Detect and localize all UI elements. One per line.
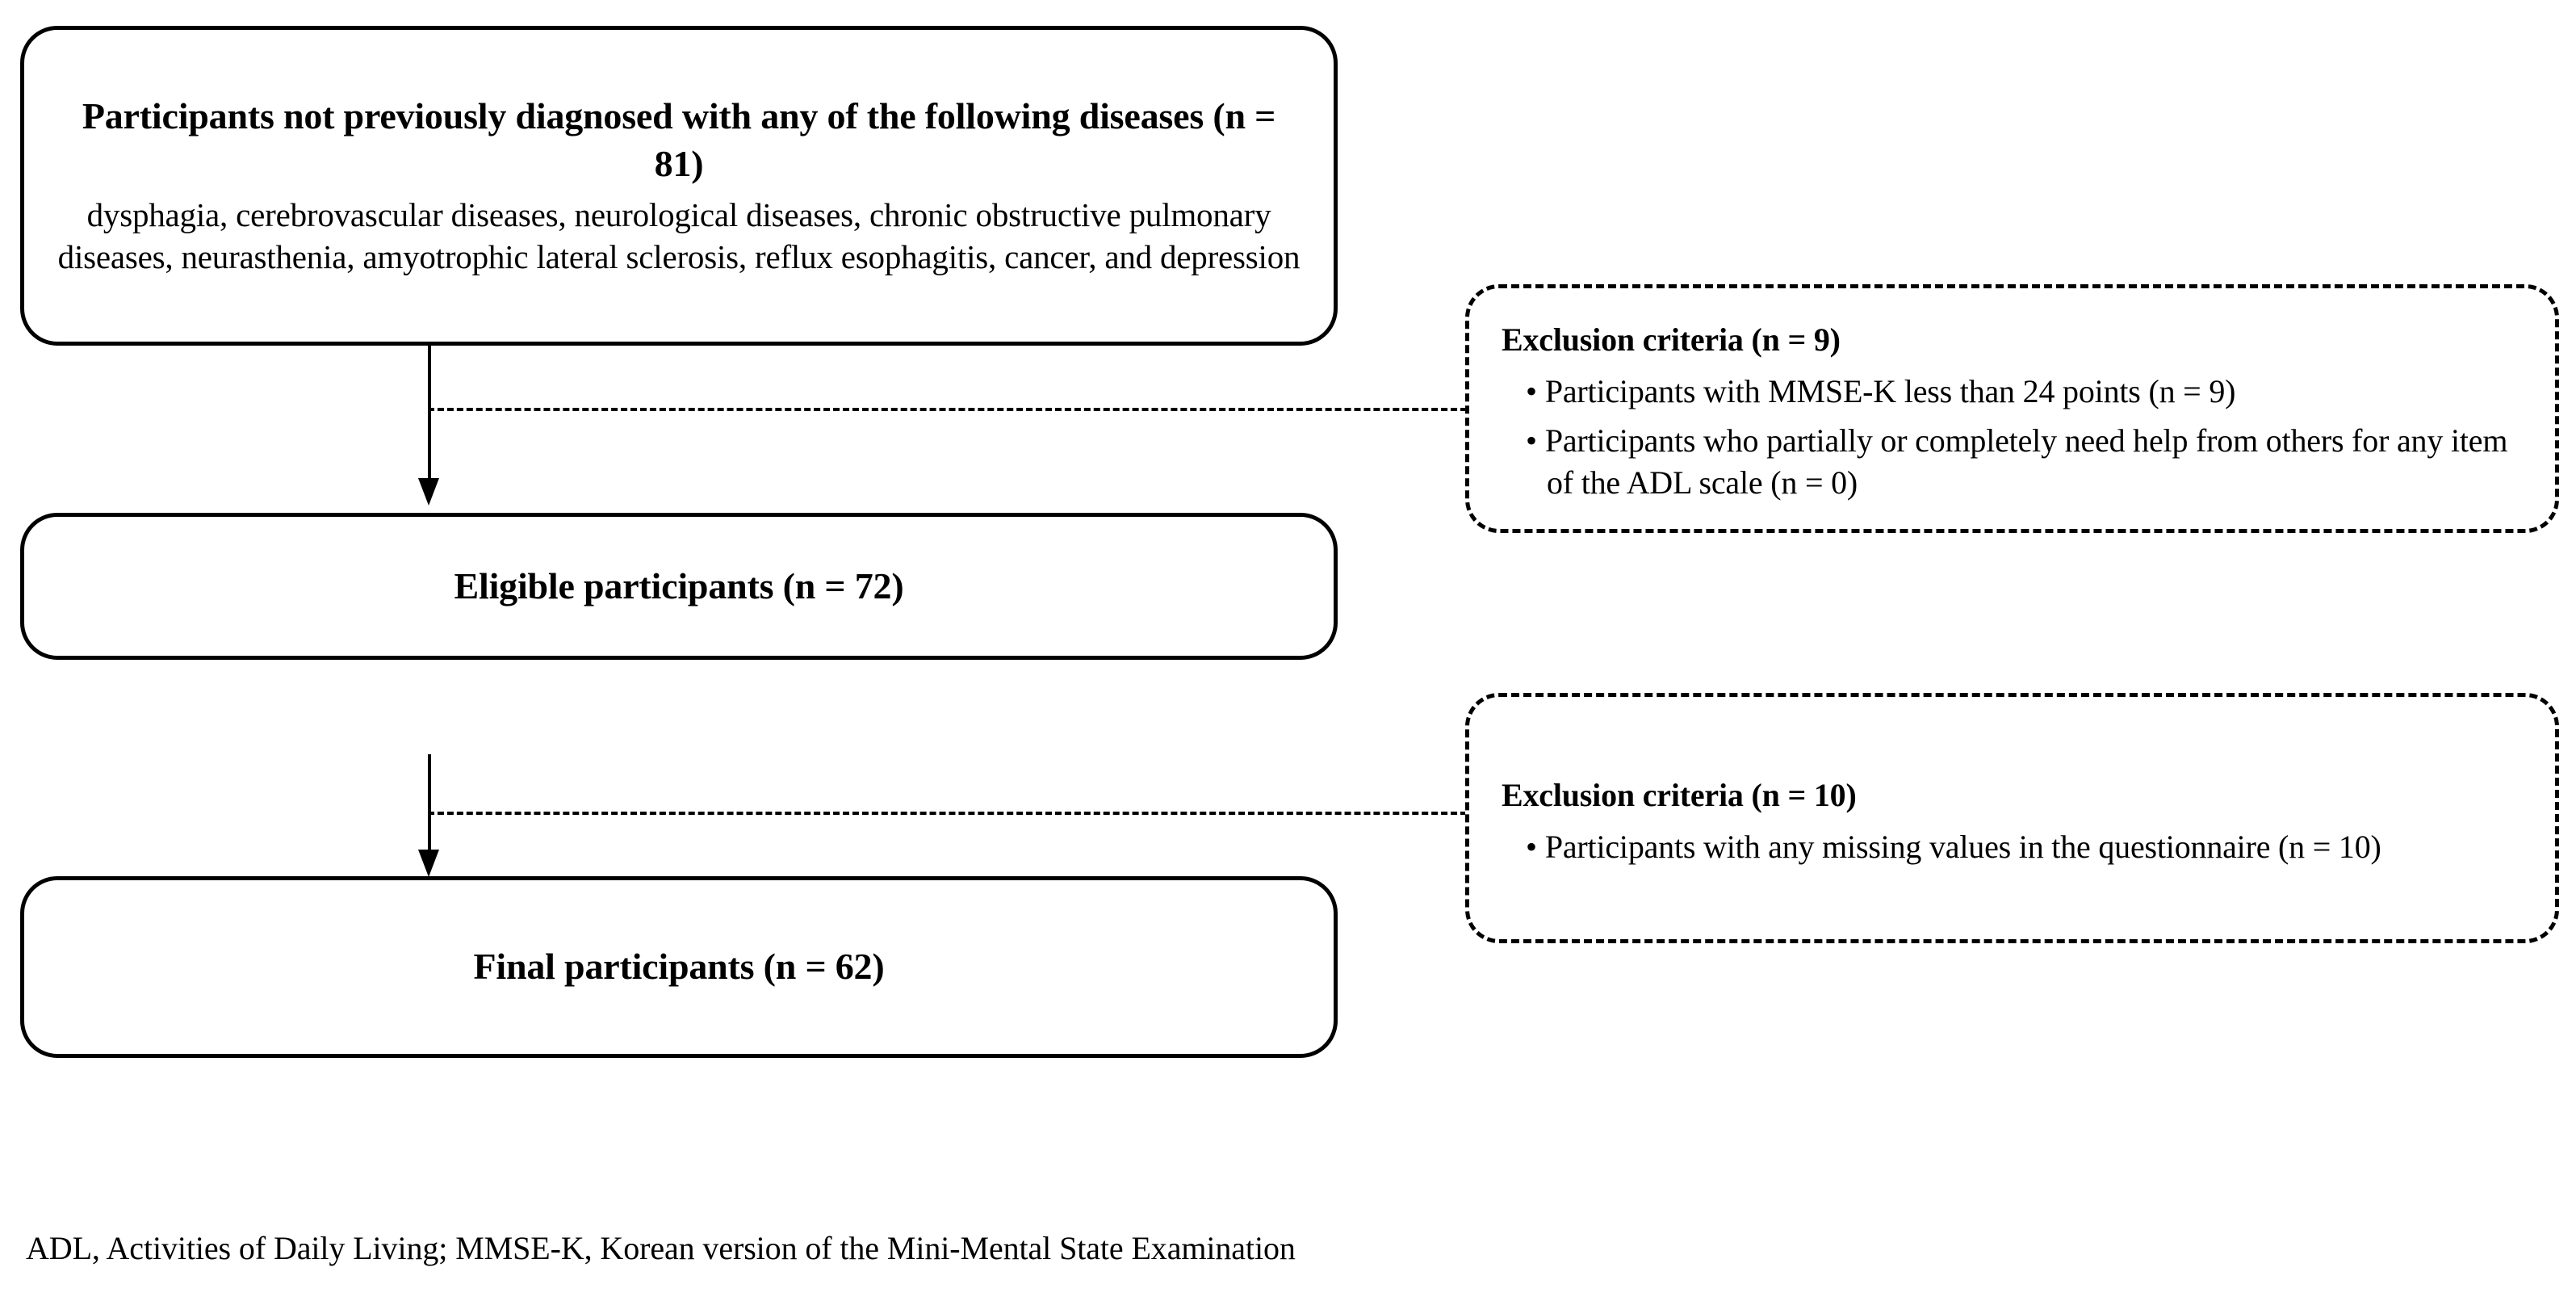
exclusion-1-list: Participants with MMSE-K less than 24 po… (1502, 364, 2531, 505)
connector-line-enrollment-to-eligible (428, 346, 431, 483)
exclusion-2-title: Exclusion criteria (n = 10) (1502, 776, 1857, 813)
exclusion-box-2: Exclusion criteria (n = 10) Participants… (1465, 693, 2559, 943)
exclusion-1-item: Participants with MMSE-K less than 24 po… (1526, 371, 2531, 413)
exclusion-1-title: Exclusion criteria (n = 9) (1502, 321, 1841, 358)
eligible-title: Eligible participants (n = 72) (454, 564, 904, 606)
exclusion-2-item: Participants with any missing values in … (1526, 826, 2531, 869)
exclusion-2-list: Participants with any missing values in … (1502, 820, 2531, 869)
connector-arrowhead-final (418, 850, 439, 877)
exclusion-box-1: Exclusion criteria (n = 9) Participants … (1465, 284, 2559, 533)
flow-box-final: Final participants (n = 62) (20, 876, 1338, 1058)
flow-box-enrollment: Participants not previously diagnosed wi… (20, 26, 1338, 346)
connector-line-eligible-to-final (428, 754, 431, 854)
enrollment-subtitle: dysphagia, cerebrovascular diseases, neu… (57, 196, 1301, 275)
connector-dashed-to-exclusion-1 (428, 408, 1467, 411)
exclusion-1-item: Participants who partially or completely… (1526, 420, 2531, 506)
connector-dashed-to-exclusion-2 (428, 812, 1467, 815)
figure-footnote: ADL, Activities of Daily Living; MMSE-K,… (26, 1230, 1296, 1266)
enrollment-title: Participants not previously diagnosed wi… (82, 95, 1276, 185)
connector-arrowhead-eligible (418, 478, 439, 506)
flow-box-eligible: Eligible participants (n = 72) (20, 513, 1338, 660)
final-title: Final participants (n = 62) (473, 946, 885, 988)
